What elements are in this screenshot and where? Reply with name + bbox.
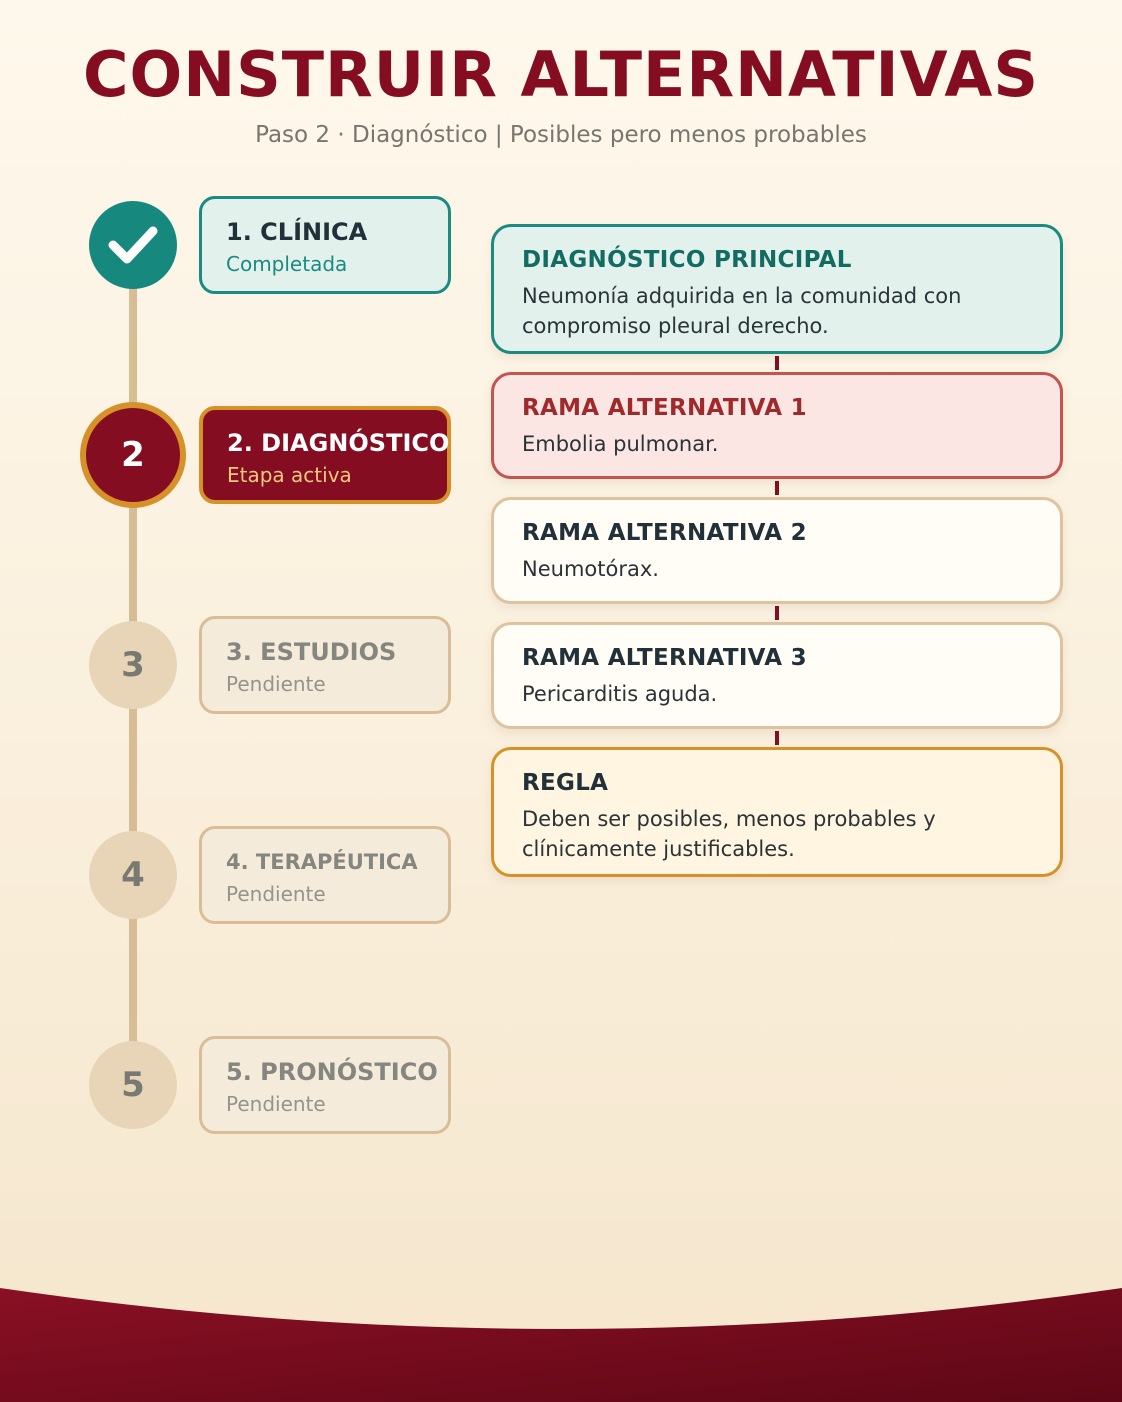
step-1-status: Completada	[226, 252, 348, 276]
rule-text: Deben ser posibles, menos probables y cl…	[522, 807, 936, 861]
step-4-marker: 4	[89, 831, 177, 919]
step-2-status: Etapa activa	[227, 463, 352, 487]
alternative-branch-1-heading: RAMA ALTERNATIVA 1	[522, 395, 807, 421]
branch-connector	[775, 481, 779, 495]
step-1-card[interactable]: 1. CLÍNICA Completada	[199, 196, 451, 294]
step-5-status: Pendiente	[226, 1092, 326, 1116]
alternative-branch-3-heading: RAMA ALTERNATIVA 3	[522, 645, 807, 671]
rule-box: REGLA Deben ser posibles, menos probable…	[491, 747, 1063, 877]
step-4-status: Pendiente	[226, 882, 326, 906]
check-icon	[108, 226, 158, 264]
step-1-title: 1. CLÍNICA	[226, 218, 368, 246]
step-3-status: Pendiente	[226, 672, 326, 696]
alternative-branch-3-text: Pericarditis aguda.	[522, 682, 718, 706]
alternative-branch-2-heading: RAMA ALTERNATIVA 2	[522, 520, 807, 546]
step-5-marker: 5	[89, 1041, 177, 1129]
step-4-card[interactable]: 4. TERAPÉUTICA Pendiente	[199, 826, 451, 924]
rule-heading: REGLA	[522, 770, 609, 796]
main-diagnosis-box: DIAGNÓSTICO PRINCIPAL Neumonía adquirida…	[491, 224, 1063, 354]
alternative-branch-1-text: Embolia pulmonar.	[522, 432, 719, 456]
step-3-card[interactable]: 3. ESTUDIOS Pendiente	[199, 616, 451, 714]
main-diagnosis-heading: DIAGNÓSTICO PRINCIPAL	[522, 247, 852, 273]
footer-wave	[0, 1288, 1122, 1402]
step-5-card[interactable]: 5. PRONÓSTICO Pendiente	[199, 1036, 451, 1134]
main-diagnosis-text: Neumonía adquirida en la comunidad con c…	[522, 284, 962, 338]
page-title: CONSTRUIR ALTERNATIVAS	[83, 38, 1039, 111]
alternative-branch-3-box: RAMA ALTERNATIVA 3 Pericarditis aguda.	[491, 622, 1063, 729]
branch-connector	[775, 356, 779, 370]
branch-connector	[775, 731, 779, 745]
step-1-marker	[89, 201, 177, 289]
step-4-title: 4. TERAPÉUTICA	[226, 850, 418, 874]
alternative-branch-2-text: Neumotórax.	[522, 557, 659, 581]
step-3-title: 3. ESTUDIOS	[226, 638, 397, 666]
step-2-title: 2. DIAGNÓSTICO	[227, 429, 450, 457]
step-5-title: 5. PRONÓSTICO	[226, 1058, 438, 1086]
page-subtitle: Paso 2 · Diagnóstico | Posibles pero men…	[255, 122, 867, 148]
step-3-marker: 3	[89, 621, 177, 709]
step-2-card[interactable]: 2. DIAGNÓSTICO Etapa activa	[199, 406, 451, 504]
step-2-marker: 2	[80, 402, 186, 508]
alternative-branch-2-box: RAMA ALTERNATIVA 2 Neumotórax.	[491, 497, 1063, 604]
branch-connector	[775, 606, 779, 620]
alternative-branch-1-box: RAMA ALTERNATIVA 1 Embolia pulmonar.	[491, 372, 1063, 479]
